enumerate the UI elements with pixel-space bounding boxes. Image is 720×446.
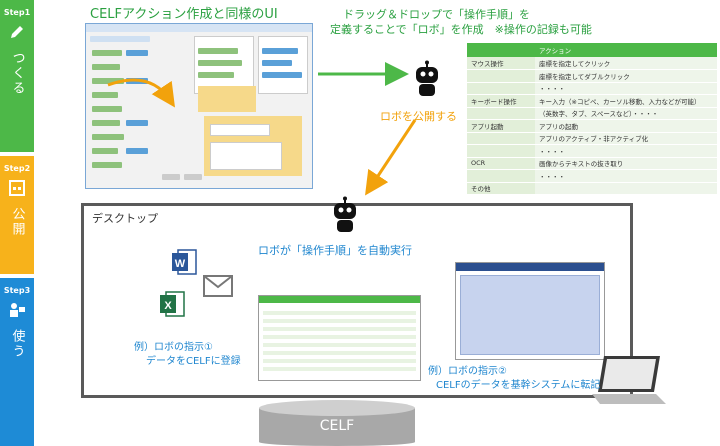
table-header-category	[467, 43, 535, 57]
mail-icon	[203, 275, 233, 297]
table-cell-action: ・・・・	[535, 144, 717, 158]
table-row: その他	[467, 182, 717, 195]
window-titlebar	[86, 24, 312, 32]
table-cell-category	[467, 132, 535, 145]
desktop-label: デスクトップ	[92, 212, 158, 225]
dnd-text-line2: 定義することで「ロボ」を作成 ※操作の記録も可能	[330, 23, 592, 36]
svg-text:X: X	[164, 300, 172, 312]
table-cell-action: キー入力（※コピペ、カーソル移動、入力などが可能）	[535, 94, 717, 108]
table-cell-category: OCR	[467, 157, 535, 170]
table-cell-category	[467, 82, 535, 95]
table-cell-action: 座標を指定してダブルクリック	[535, 69, 717, 83]
step3-bar: Step3 使う	[0, 278, 34, 446]
table-cell-action: アプリのアクティブ・非アクティブ化	[535, 132, 717, 145]
table-cell-action: 座標を指定してクリック	[535, 57, 717, 70]
publish-arrow	[365, 119, 417, 196]
excel-icon: X	[160, 291, 185, 317]
step1-bar: Step1 つくる	[0, 0, 34, 152]
robot-icon	[334, 196, 356, 232]
drag-arrow	[107, 78, 175, 108]
table-row: ・・・・	[467, 169, 717, 183]
table-row: アプリのアクティブ・非アクティブ化	[467, 132, 717, 145]
table-cell-category	[467, 69, 535, 83]
table-cell-action: ・・・・	[535, 82, 717, 95]
dnd-text-line1: ドラッグ＆ドロップで「操作手順」を	[343, 8, 530, 21]
table-cell-action: アプリの起動	[535, 119, 717, 133]
step3-label: 使う	[9, 329, 25, 359]
example2-line2: CELFのデータを基幹システムに転記	[436, 380, 601, 391]
table-cell-category	[467, 144, 535, 158]
laptop-icon	[592, 356, 666, 404]
example2-line1: 例）ロボの指示②	[428, 366, 507, 377]
table-cell-category: マウス操作	[467, 57, 535, 70]
pencil-icon	[11, 26, 23, 38]
table-cell-action: ・・・・	[535, 169, 717, 183]
table-row: ・・・・	[467, 144, 717, 158]
publish-label: ロボを公開する	[380, 110, 457, 123]
cylinder-label: CELF	[319, 418, 355, 434]
example1-line2: データをCELFに登録	[146, 356, 241, 367]
table-cell-action: 画像からテキストの抜き取り	[535, 157, 717, 170]
celf-ui-screenshot	[85, 23, 313, 189]
svg-text:W: W	[175, 258, 186, 270]
table-cell-category: キーボード操作	[467, 94, 535, 108]
table-row: キーボード操作キー入力（※コピペ、カーソル移動、入力などが可能）	[467, 94, 717, 108]
word-icon: W	[172, 249, 197, 275]
table-row: 座標を指定してダブルクリック	[467, 69, 717, 83]
table-row: マウス操作座標を指定してクリック	[467, 57, 717, 70]
table-header-action: アクション	[535, 43, 717, 57]
table-cell-action: （英数字、タブ、スペースなど）・・・・	[535, 107, 717, 120]
step3-number: Step3	[3, 286, 31, 295]
table-cell-category	[467, 107, 535, 120]
celf-ui-title: CELFアクション作成と同様のUI	[90, 7, 278, 22]
window-grid-icon	[9, 180, 25, 196]
core-system-screen	[455, 262, 605, 360]
step2-number: Step2	[3, 164, 31, 173]
celf-database-cylinder	[259, 400, 415, 446]
table-cell-category: その他	[467, 182, 535, 195]
auto-exec-label: ロボが「操作手順」を自動実行	[258, 244, 412, 257]
table-row: ・・・・	[467, 82, 717, 95]
step1-number: Step1	[3, 8, 31, 17]
example1-line1: 例）ロボの指示①	[134, 342, 213, 353]
celf-spreadsheet-screen	[258, 295, 421, 381]
table-row: アプリ起動アプリの起動	[467, 119, 717, 133]
step2-bar: Step2 公開	[0, 156, 34, 274]
robot-icon	[416, 60, 438, 96]
action-table: アクション マウス操作座標を指定してクリック 座標を指定してダブルクリック ・・…	[467, 43, 717, 195]
table-row: （英数字、タブ、スペースなど）・・・・	[467, 107, 717, 120]
user-robot-icon	[10, 303, 25, 317]
step2-label: 公開	[9, 207, 25, 237]
table-cell-action	[535, 182, 717, 195]
table-cell-category	[467, 169, 535, 183]
table-cell-category: アプリ起動	[467, 119, 535, 133]
step1-label: つくる	[9, 51, 25, 96]
